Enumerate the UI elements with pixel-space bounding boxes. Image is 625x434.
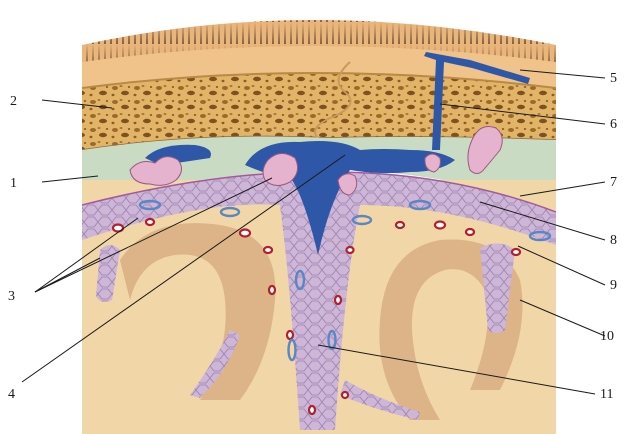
label-8: 8 [610, 233, 617, 248]
label-2: 2 [10, 94, 17, 109]
label-10: 10 [600, 329, 614, 344]
label-4: 4 [8, 387, 15, 402]
label-1: 1 [10, 176, 17, 191]
label-3: 3 [8, 289, 15, 304]
label-11: 11 [600, 387, 613, 402]
label-6: 6 [610, 117, 617, 132]
label-5: 5 [610, 71, 617, 86]
illustration [82, 0, 556, 434]
label-9: 9 [610, 278, 617, 293]
label-7: 7 [610, 175, 617, 190]
